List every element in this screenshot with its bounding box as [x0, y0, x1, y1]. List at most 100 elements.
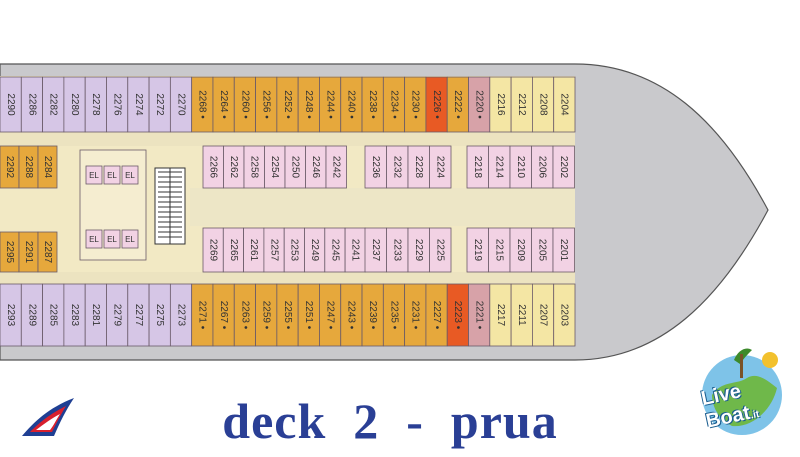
liveboat-logo-main: Live Boat: [699, 380, 753, 433]
elevator-box: [121, 165, 139, 185]
cabin-2204: 2204: [553, 76, 576, 133]
cabin-2295-label: 2295: [4, 241, 15, 264]
cabin-2212-label: 2212: [516, 93, 527, 116]
cabin-2222: 2222 •: [446, 76, 469, 133]
cabin-2225: 2225: [429, 227, 452, 273]
cabin-2246-label: 2246: [310, 156, 321, 179]
elevator-label: EL: [89, 171, 99, 180]
cabin-2242: 2242: [325, 145, 347, 189]
cabin-2229-label: 2229: [413, 239, 424, 262]
cabin-2253: 2253: [283, 227, 305, 273]
cabin-2293-label: 2293: [5, 304, 16, 327]
cabin-2234-label: 2234 •: [388, 90, 399, 119]
cabin-2229: 2229: [407, 227, 430, 273]
cabin-2276: 2276: [106, 76, 129, 133]
cabin-2252: 2252 •: [276, 76, 299, 133]
cabin-2284-label: 2284: [42, 156, 53, 179]
cabin-2225-box: [429, 227, 452, 273]
cabin-2247-label: 2247 •: [324, 301, 335, 330]
cabin-2242-box: [325, 145, 347, 189]
cabin-2208: 2208: [532, 76, 555, 133]
cabin-2278-label: 2278: [90, 93, 101, 116]
cabin-2243-label: 2243 •: [346, 301, 357, 330]
cabin-2222-label: 2222 •: [452, 90, 463, 119]
cabin-2210-label: 2210: [515, 156, 526, 179]
cabin-2224-label: 2224: [435, 156, 446, 179]
elevator-label: EL: [89, 235, 99, 244]
cabin-2280: 2280: [63, 76, 86, 133]
cabin-2257: 2257: [263, 227, 285, 273]
cabin-2218: 2218: [466, 145, 489, 189]
cabin-2219-label: 2219: [472, 239, 483, 262]
cabin-2274: 2274: [127, 76, 150, 133]
elevator-box: [103, 165, 121, 185]
liveboat-logo-sub: .it: [749, 408, 761, 422]
cabin-2255: 2255 •: [276, 283, 299, 347]
cabin-2202-box: [552, 145, 575, 189]
corridor-top: [0, 132, 575, 146]
cabin-2276-label: 2276: [111, 93, 122, 116]
cabin-2224: 2224: [429, 145, 452, 189]
cabin-2262-label: 2262: [228, 156, 239, 179]
cabin-2287-box: [37, 231, 58, 273]
elevator-box: [121, 229, 139, 249]
cabin-2232: 2232: [386, 145, 409, 189]
cabin-2214-label: 2214: [494, 156, 505, 179]
cabin-2228-label: 2228: [413, 156, 424, 179]
cabin-2204-label: 2204: [559, 93, 570, 116]
cabin-2224-box: [429, 145, 452, 189]
elevator-2: EL: [103, 165, 121, 185]
cabin-2209: 2209: [509, 227, 532, 273]
cabin-2256: 2256 •: [255, 76, 278, 133]
cabin-2271-label: 2271 •: [197, 301, 208, 330]
cabin-2220: 2220 •: [468, 76, 491, 133]
cabin-2221: 2221 •: [468, 283, 491, 347]
cabin-2279-label: 2279: [111, 304, 122, 327]
cabin-2216: 2216: [489, 76, 512, 133]
cabin-2286: 2286: [20, 76, 43, 133]
cabin-2254-label: 2254: [269, 156, 280, 179]
cabin-2227-label: 2227 •: [431, 301, 442, 330]
cabin-2250: 2250: [284, 145, 306, 189]
cabin-2226: 2226 •: [425, 76, 448, 133]
cabin-2248-label: 2248 •: [303, 90, 314, 119]
cabin-2270-label: 2270: [175, 93, 186, 116]
elevator-1: EL: [85, 165, 103, 185]
cabin-2260-label: 2260 •: [239, 90, 250, 119]
liveboat-logo: [702, 348, 782, 435]
elevator-box: [85, 229, 103, 249]
cabin-2292-label: 2292: [4, 156, 15, 179]
elevator-box: [85, 165, 103, 185]
cabin-2269-label: 2269: [208, 239, 219, 262]
cabin-2266-label: 2266: [208, 156, 219, 179]
cabin-2258-label: 2258: [249, 156, 260, 179]
cabin-2242-label: 2242: [331, 156, 342, 179]
cabin-2292: 2292: [0, 145, 20, 189]
cabin-2287-label: 2287: [42, 241, 53, 264]
deck-title: deck 2 - prua: [222, 393, 558, 449]
cabin-2288-label: 2288: [23, 156, 34, 179]
cabin-2258: 2258: [243, 145, 265, 189]
cabin-2231-label: 2231 •: [410, 301, 421, 330]
cabin-2233-label: 2233: [392, 239, 403, 262]
cabin-2282-label: 2282: [48, 93, 59, 116]
cabin-2201: 2201: [552, 227, 575, 273]
cabin-2275: 2275: [148, 283, 171, 347]
cabin-2240-label: 2240 •: [346, 90, 357, 119]
elevator-4: EL: [85, 229, 103, 249]
cabin-2238-label: 2238 •: [367, 90, 378, 119]
cabin-2226-label: 2226 •: [431, 90, 442, 119]
cabin-2285-label: 2285: [48, 304, 59, 327]
cabin-2228: 2228: [407, 145, 430, 189]
cabin-2223-label: 2223 •: [452, 301, 463, 330]
cabin-2283-label: 2283: [69, 304, 80, 327]
cabin-2225-label: 2225: [435, 239, 446, 262]
cabin-2272-label: 2272: [154, 93, 165, 116]
cabin-2205: 2205: [531, 227, 554, 273]
cabin-2252-label: 2252 •: [282, 90, 293, 119]
cabin-2269: 2269: [202, 227, 224, 273]
cabin-2291: 2291: [18, 231, 39, 273]
cabin-2287: 2287: [37, 231, 58, 273]
